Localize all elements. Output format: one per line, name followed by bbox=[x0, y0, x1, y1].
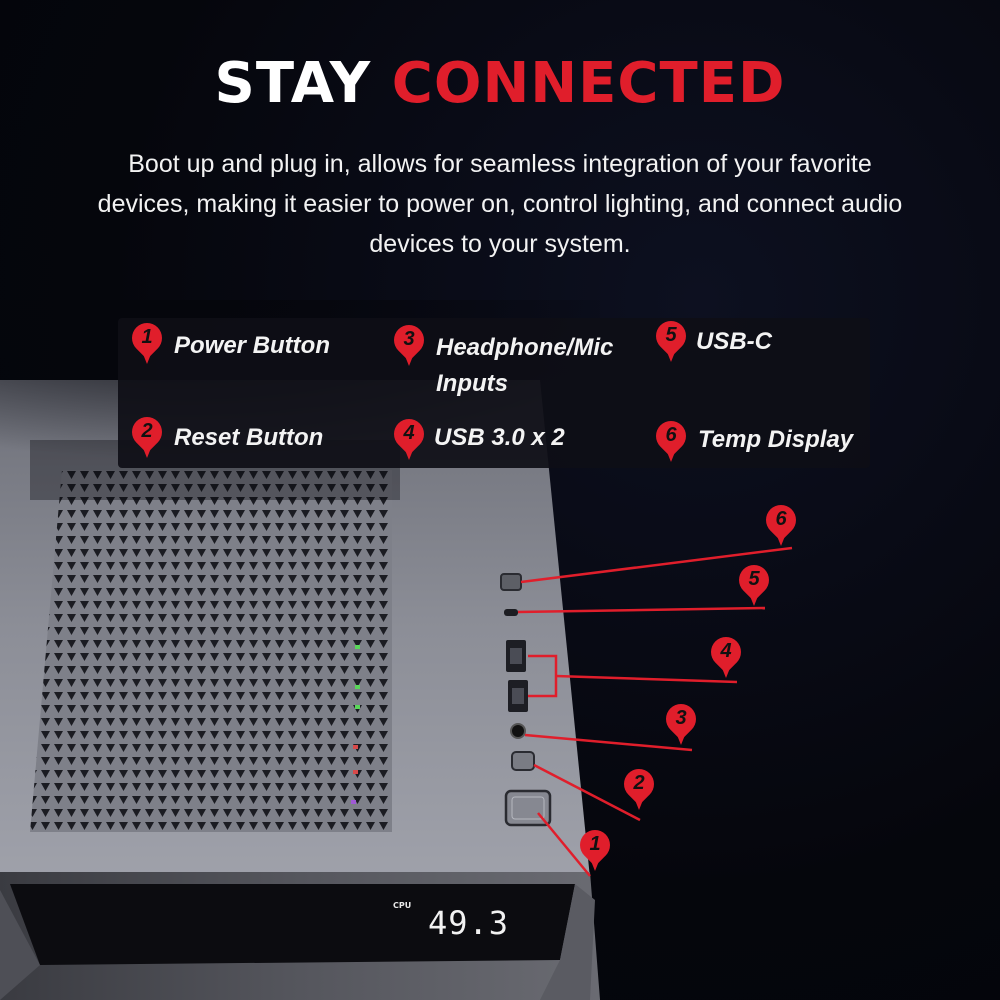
power-button bbox=[504, 789, 552, 827]
legend-label: Headphone/Mic bbox=[436, 334, 614, 361]
map-pin-icon: 6 bbox=[649, 414, 693, 466]
cpu-label: CPU bbox=[393, 901, 412, 910]
map-pin-icon: 1 bbox=[573, 823, 617, 875]
legend-item-reset: 2 Reset Button bbox=[125, 410, 324, 462]
map-pin-icon: 5 bbox=[732, 558, 776, 610]
legend-label-line2: Inputs bbox=[436, 370, 508, 397]
legend-item-temp: 6 Temp Display bbox=[649, 414, 854, 466]
reset-button bbox=[511, 751, 535, 771]
title-word-connected: CONNECTED bbox=[391, 51, 786, 116]
callout-pin-4: 4 bbox=[704, 630, 748, 682]
case-mesh-vent bbox=[30, 470, 392, 832]
page-description: Boot up and plug in, allows for seamless… bbox=[97, 150, 903, 258]
legend-item-usbc: 5 USB-C bbox=[649, 314, 772, 366]
map-pin-icon: 2 bbox=[617, 762, 661, 814]
legend-label: Temp Display bbox=[698, 426, 854, 453]
legend-label: USB 3.0 x 2 bbox=[434, 424, 565, 451]
legend-label: Reset Button bbox=[174, 424, 324, 451]
temp-toggle-button bbox=[500, 573, 522, 591]
legend-item-power: 1 Power Button bbox=[125, 316, 330, 368]
callout-pin-6: 6 bbox=[759, 498, 803, 550]
legend-item-audio: 3 Headphone/Mic Inputs bbox=[387, 318, 614, 402]
callout-lines bbox=[517, 546, 793, 877]
map-pin-icon: 5 bbox=[649, 314, 693, 366]
legend-label: USB-C bbox=[696, 328, 772, 355]
map-pin-icon: 2 bbox=[125, 410, 169, 462]
title-word-stay: STAY bbox=[214, 51, 372, 116]
callout-pin-2: 2 bbox=[617, 762, 661, 814]
callout-pin-3: 3 bbox=[659, 697, 703, 749]
map-pin-icon: 4 bbox=[387, 412, 431, 464]
audio-jack bbox=[510, 723, 526, 739]
page-title: STAY CONNECTED bbox=[0, 52, 1000, 116]
map-pin-icon: 1 bbox=[125, 316, 169, 368]
map-pin-icon: 3 bbox=[659, 697, 703, 749]
callout-pin-5: 5 bbox=[732, 558, 776, 610]
usb-c-port bbox=[504, 609, 518, 616]
map-pin-icon: 4 bbox=[704, 630, 748, 682]
temp-display-panel bbox=[10, 884, 575, 965]
map-pin-icon: 3 bbox=[387, 318, 431, 370]
callout-pin-1: 1 bbox=[573, 823, 617, 875]
map-pin-icon: 6 bbox=[759, 498, 803, 550]
temp-readout: 49.3 bbox=[428, 904, 510, 942]
legend-label: Power Button bbox=[174, 332, 330, 359]
legend-panel bbox=[118, 318, 870, 468]
legend-item-usb3: 4 USB 3.0 x 2 bbox=[387, 412, 565, 464]
